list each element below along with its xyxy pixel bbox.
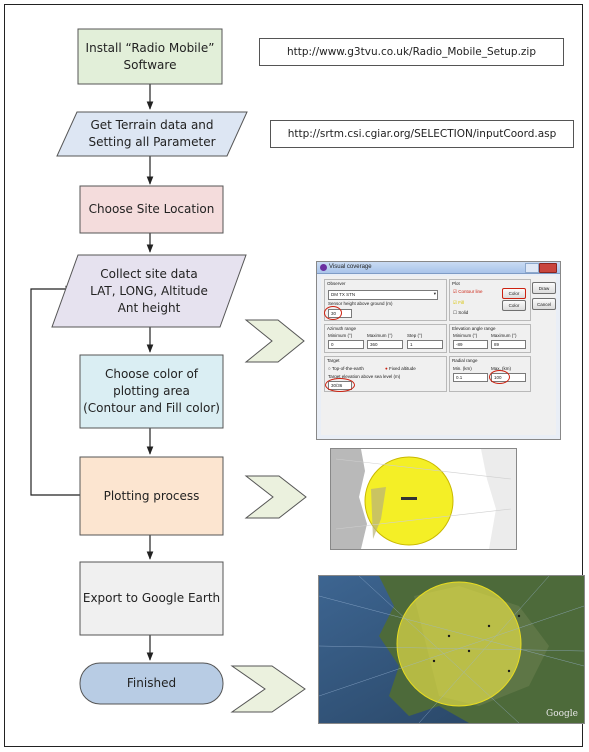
loop-arrow xyxy=(30,285,80,496)
el-max-field: 89 xyxy=(491,340,526,349)
observer-label: Observer xyxy=(327,281,346,286)
el-min-field: -89 xyxy=(453,340,488,349)
page-frame xyxy=(4,4,583,747)
target-elev-label: Target elevation above sea level (m) xyxy=(328,374,401,379)
plot-group: Plot ☑ Contour line ☑ Fill ☐ Solid Color… xyxy=(449,279,531,321)
observer-group: Observer DM TX STN ▾ Sensor height above… xyxy=(324,279,447,321)
app-icon xyxy=(320,264,327,271)
url-radio-mobile[interactable]: http://www.g3tvu.co.uk/Radio_Mobile_Setu… xyxy=(259,38,564,66)
contour-line-checkbox: ☑ Contour line xyxy=(453,289,483,294)
contour-color-label: Color xyxy=(508,291,520,296)
highlight-circle-target xyxy=(325,378,355,392)
dialog-title: Visual coverage xyxy=(329,264,372,270)
elevation-group: Elevation angle range Minimum (°) Maximu… xyxy=(449,324,531,353)
visual-coverage-screenshot: Visual coverage Observer DM TX STN ▾ Sen… xyxy=(316,261,561,440)
el-min-label: Minimum (°) xyxy=(453,333,478,338)
site-marker xyxy=(401,497,417,500)
google-earth-map xyxy=(319,576,584,723)
help-icon xyxy=(525,263,539,273)
observer-value: DM TX STN xyxy=(331,292,356,297)
el-max-label: Maximum (°) xyxy=(491,333,517,338)
land-left xyxy=(331,449,367,549)
google-earth-screenshot: Google xyxy=(318,575,585,724)
az-step-label: Step (°) xyxy=(407,333,423,338)
step-terrain-box xyxy=(56,111,248,157)
observer-select: DM TX STN ▾ xyxy=(328,290,438,300)
url-srtm-text: http://srtm.csi.cgiar.org/SELECTION/inpu… xyxy=(287,128,557,140)
chevron-google xyxy=(230,665,306,713)
el-max-value: 89 xyxy=(494,342,500,347)
fill-color-button: Color xyxy=(502,300,526,311)
azimuth-label: Azimuth range xyxy=(327,326,357,331)
draw-button: Draw xyxy=(532,282,556,294)
step-plot-box xyxy=(79,456,224,536)
min-km-label: Min. (km) xyxy=(453,366,472,371)
url-radio-mobile-text: http://www.g3tvu.co.uk/Radio_Mobile_Setu… xyxy=(286,46,537,58)
min-km-field: 0.1 xyxy=(453,373,488,382)
min-km-value: 0.1 xyxy=(456,375,463,380)
coverage-overlay xyxy=(396,581,522,707)
plot-label: Plot xyxy=(452,281,460,286)
solid-checkbox: ☐ Solid xyxy=(453,310,469,315)
radial-label: Radial range xyxy=(452,358,478,363)
step-export-box xyxy=(79,561,224,636)
cancel-label: Cancel xyxy=(536,301,551,307)
az-max-label: Maximum (°) xyxy=(367,333,393,338)
google-watermark: Google xyxy=(546,709,578,719)
radio-selected-icon: ● xyxy=(385,366,388,371)
top-of-earth-radio: ○ Top-of-the-earth xyxy=(328,366,364,371)
fill-color-label: Color xyxy=(508,303,520,308)
dialog-body: Observer DM TX STN ▾ Sensor height above… xyxy=(321,276,556,435)
draw-label: Draw xyxy=(538,285,550,291)
fill-checkbox: ☑ Fill xyxy=(453,300,465,305)
step-site-box xyxy=(79,185,224,234)
az-min-field: 0 xyxy=(328,340,364,349)
step-collect-box xyxy=(51,254,247,328)
overlap-land xyxy=(371,487,386,539)
highlight-circle xyxy=(324,306,342,320)
cancel-button: Cancel xyxy=(532,298,556,310)
fill-label: Fill xyxy=(458,300,465,305)
solid-label: Solid xyxy=(458,310,469,315)
az-max-field: 360 xyxy=(367,340,403,349)
az-min-label: Minimum (°) xyxy=(328,333,353,338)
contour-color-button: Color xyxy=(502,288,526,299)
dialog-titlebar: Visual coverage xyxy=(317,262,560,274)
step-install-box xyxy=(77,28,223,85)
radial-group: Radial range Min. (km) Max. (km) 0.1 100 xyxy=(449,356,531,392)
max-km-label: Max. (km) xyxy=(491,366,511,371)
azimuth-group: Azimuth range Minimum (°) Maximum (°) St… xyxy=(324,324,447,353)
top-of-earth-label: Top-of-the-earth xyxy=(331,366,364,371)
step-color-box xyxy=(79,354,224,429)
contour-line-label: Contour line xyxy=(458,289,483,294)
elevation-label: Elevation angle range xyxy=(452,326,496,331)
az-max-value: 360 xyxy=(370,342,378,347)
url-srtm[interactable]: http://srtm.csi.cgiar.org/SELECTION/inpu… xyxy=(270,120,574,148)
el-min-value: -89 xyxy=(456,342,463,347)
plot-map xyxy=(331,449,516,549)
land-right xyxy=(481,449,516,549)
close-icon xyxy=(539,263,557,273)
chevron-down-icon: ▾ xyxy=(433,291,436,296)
chevron-plot xyxy=(244,475,307,519)
chevron-dialog xyxy=(244,319,305,363)
fixed-altitude-radio: ● Fixed altitude xyxy=(385,366,416,371)
az-step-field: 1 xyxy=(407,340,443,349)
az-step-value: 1 xyxy=(410,342,413,347)
target-group: Target ○ Top-of-the-earth ● Fixed altitu… xyxy=(324,356,447,392)
target-label: Target xyxy=(327,358,340,363)
sensor-height-label: Sensor height above ground (m) xyxy=(328,301,393,306)
highlight-circle-radial xyxy=(489,370,510,384)
plot-result-screenshot xyxy=(330,448,517,550)
az-min-value: 0 xyxy=(331,342,334,347)
fixed-altitude-label: Fixed altitude xyxy=(388,366,416,371)
step-finished-box xyxy=(79,662,224,705)
